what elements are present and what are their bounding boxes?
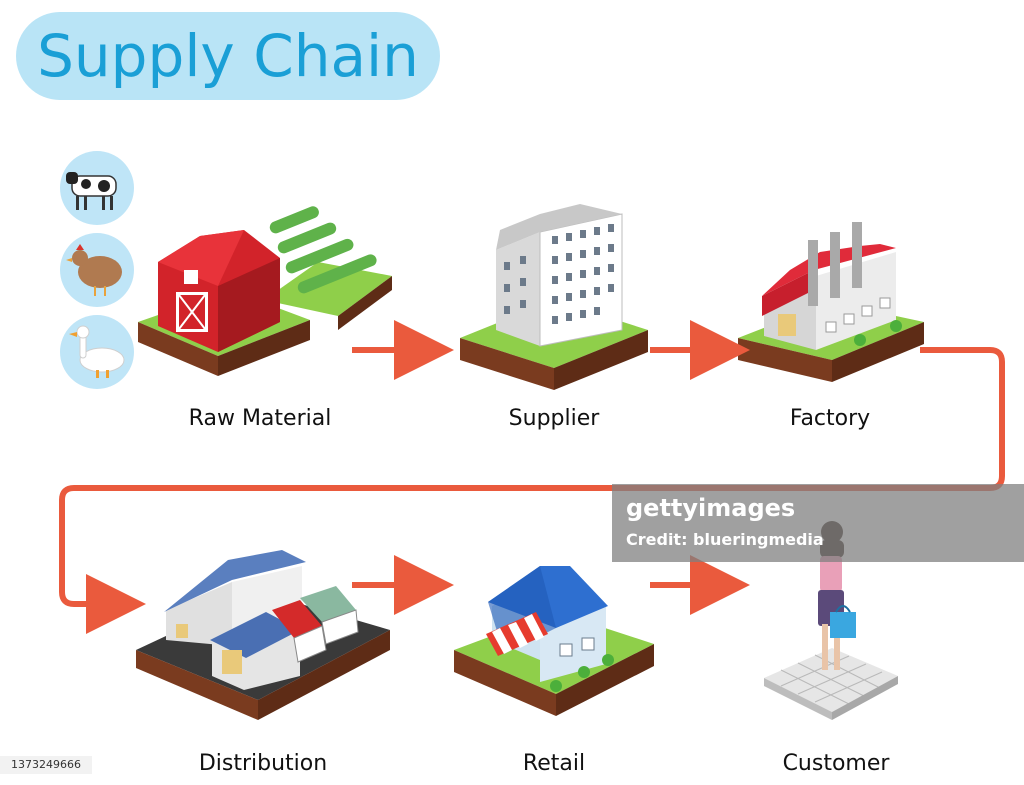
stage-label-retail: Retail xyxy=(522,751,586,776)
retail-shop-icon xyxy=(454,566,654,716)
watermark-band xyxy=(612,484,1024,562)
page-title: Supply Chain xyxy=(37,22,419,90)
stock-id: 1373249666 xyxy=(0,756,92,774)
stage-label-factory: Factory xyxy=(789,406,871,431)
title-pill xyxy=(16,12,440,100)
watermark-credit: Credit: blueringmedia xyxy=(626,530,824,549)
cow-icon xyxy=(60,151,134,225)
watermark-logo-text: gettyimages xyxy=(626,494,796,522)
distribution-warehouse-icon xyxy=(136,550,390,720)
barn-icon xyxy=(138,206,392,376)
supplier-building-icon xyxy=(460,204,648,390)
stage-label-distribution: Distribution xyxy=(198,751,328,776)
chicken-icon xyxy=(60,233,134,307)
arrow-factory-to-distribution xyxy=(59,347,1005,634)
stage-label-raw-material: Raw Material xyxy=(188,406,332,431)
flow-arrows xyxy=(59,320,1005,634)
goose-icon xyxy=(60,315,134,389)
factory-icon xyxy=(738,222,924,382)
stage-label-supplier: Supplier xyxy=(508,406,600,431)
stage-label-customer: Customer xyxy=(782,751,890,776)
